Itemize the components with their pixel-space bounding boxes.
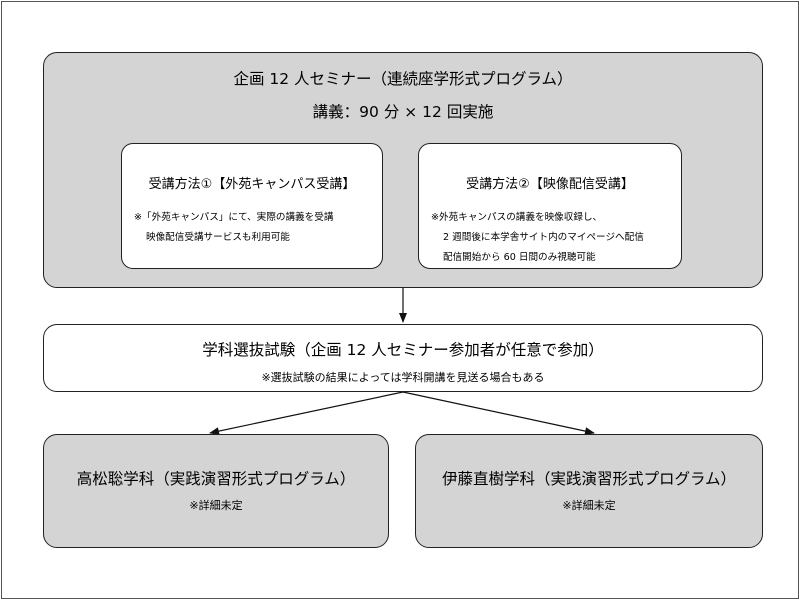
seminar-subtitle: 講義：90 分 × 12 回実施 (312, 103, 494, 121)
seminar-title: 企画 12 人セミナー（連続座学形式プログラム） (233, 70, 573, 88)
method2-note-1: ※外苑キャンパスの講義を映像収録し、 (431, 212, 603, 223)
exam-title: 学科選抜試験（企画 12 人セミナー参加者が任意で参加） (202, 341, 604, 359)
method1-box: 受講方法①【外苑キャンパス受講】 ※「外苑キャンパス」にて、実際の講義を受講 映… (121, 143, 383, 269)
takamatsu-title: 高松聡学科（実践演習形式プログラム） (76, 470, 356, 488)
method2-note-2: 2 週間後に本学舎サイト内のマイページへ配信 (443, 232, 644, 243)
takamatsu-note: ※詳細未定 (189, 499, 243, 512)
method1-note-2: 映像配信受講サービスも利用可能 (146, 232, 290, 243)
ito-note: ※詳細未定 (562, 499, 616, 512)
method1-notes: ※「外苑キャンパス」にて、実際の講義を受講 映像配信受講サービスも利用可能 (134, 208, 376, 248)
takamatsu-box: 高松聡学科（実践演習形式プログラム） ※詳細未定 (43, 434, 389, 548)
method2-title: 受講方法②【映像配信受講】 (466, 177, 634, 192)
ito-box: 伊藤直樹学科（実践演習形式プログラム） ※詳細未定 (415, 434, 763, 548)
ito-title: 伊藤直樹学科（実践演習形式プログラム） (441, 470, 737, 488)
exam-note: ※選抜試験の結果によっては学科開講を見送る場合もある (261, 371, 545, 384)
method1-note-1: ※「外苑キャンパス」にて、実際の講義を受講 (134, 212, 334, 223)
method1-title: 受講方法①【外苑キャンパス受講】 (148, 177, 356, 192)
method2-note-3: 配信開始から 60 日間のみ視聴可能 (443, 252, 596, 263)
method2-notes: ※外苑キャンパスの講義を映像収録し、 2 週間後に本学舎サイト内のマイページへ配… (431, 208, 675, 268)
method2-box: 受講方法②【映像配信受講】 ※外苑キャンパスの講義を映像収録し、 2 週間後に本… (418, 143, 682, 269)
exam-box: 学科選抜試験（企画 12 人セミナー参加者が任意で参加） ※選抜試験の結果によっ… (43, 324, 763, 392)
